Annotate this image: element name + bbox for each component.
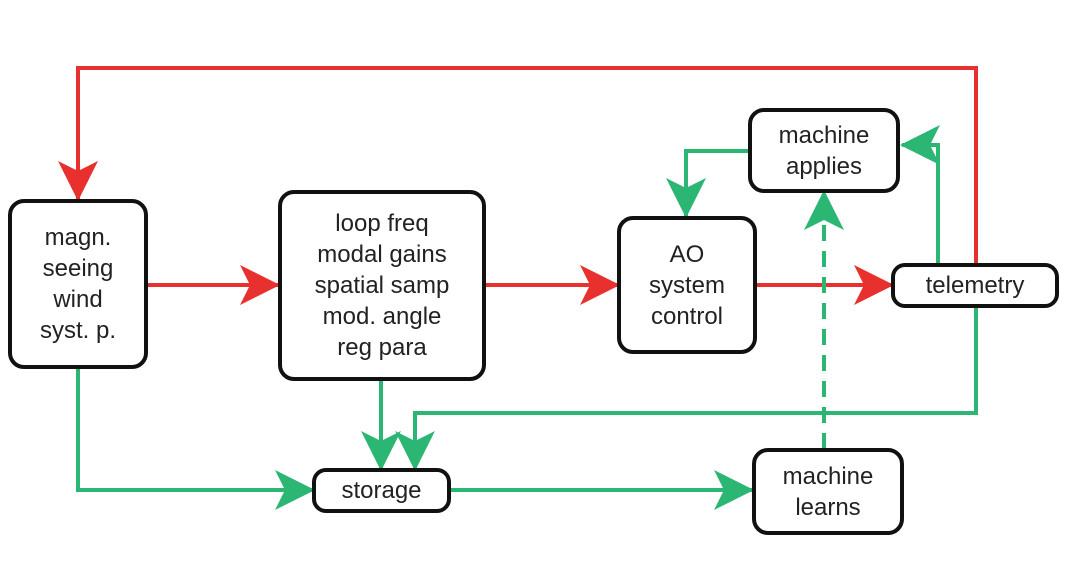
node-inputs: magn. seeing wind syst. p. [8,199,148,369]
node-inputs-line: magn. [44,224,112,251]
node-machine-learns: machine learns [752,448,904,535]
node-machine-applies-line: machine [778,121,870,149]
node-parameters-line: loop freq [335,210,429,237]
node-parameters-line: spatial samp [314,272,450,299]
node-storage: storage [312,468,451,513]
node-parameters-line: modal gains [317,241,447,268]
node-telemetry-label: telemetry [925,272,1025,299]
node-machine-applies: machine applies [748,108,900,193]
node-ao-line: AO [669,240,705,268]
node-inputs-line: wind [53,286,103,313]
node-ao-line: system [648,271,725,299]
node-inputs-line: seeing [42,255,114,282]
node-parameters-line: reg para [337,334,427,361]
edge-inputs-to-storage [76,368,315,510]
edge-telemetry-to-inputs [58,66,978,265]
node-parameters: loop freq modal gains spatial samp mod. … [278,190,486,381]
edge-telemetry-to-machine-applies [900,125,940,265]
node-ao-line: control [650,302,724,330]
node-inputs-line: syst. p. [39,317,117,344]
node-machine-learns-line: learns [795,493,861,521]
node-ao-system-control: AO system control [617,216,757,354]
edge-machine-applies-to-ao [666,149,750,218]
node-parameters-line: mod. angle [322,303,442,330]
node-telemetry: telemetry [891,263,1059,308]
edge-telemetry-to-storage [395,305,978,471]
node-machine-applies-line: applies [785,152,863,180]
node-storage-label: storage [341,477,422,504]
node-machine-learns-line: machine [782,462,874,490]
